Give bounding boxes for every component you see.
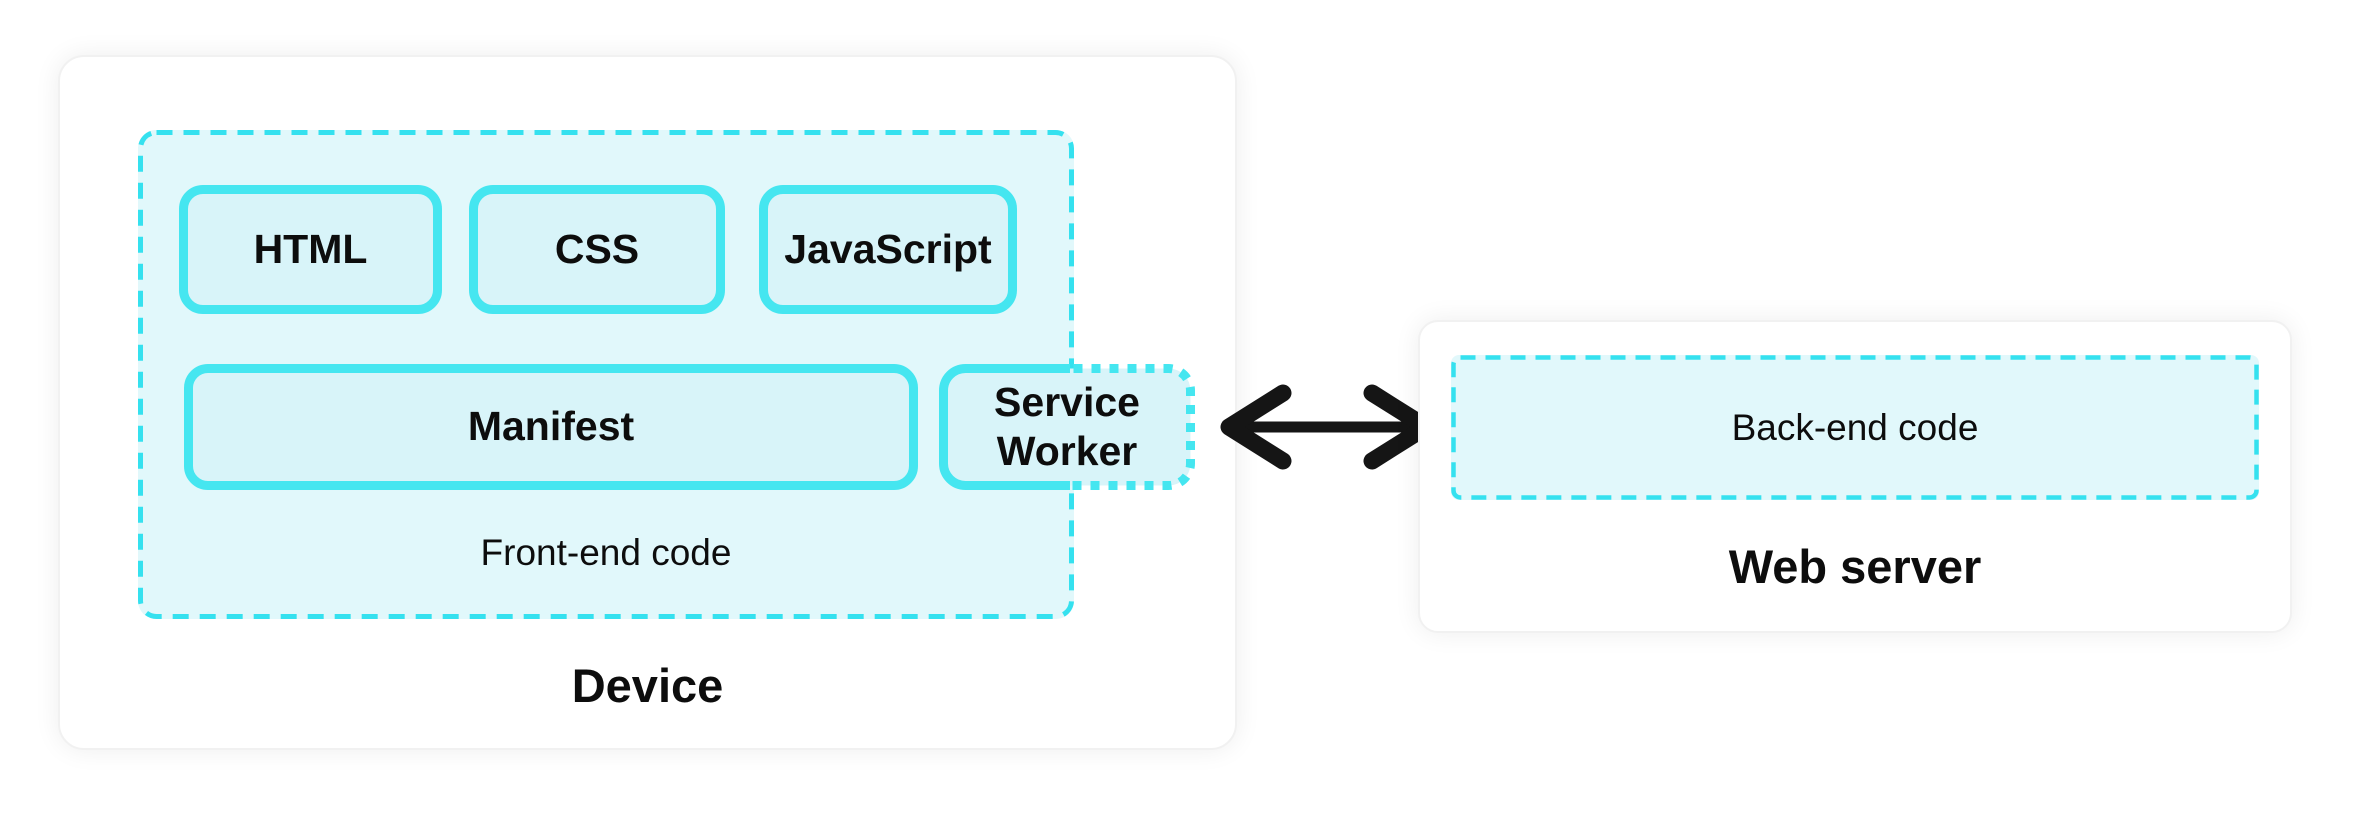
manifest-block: Manifest: [184, 364, 918, 490]
bidirectional-arrow-icon: [1220, 384, 1435, 470]
javascript-block-label: JavaScript: [784, 225, 992, 272]
backend-code-caption: Back-end code: [1731, 406, 1979, 448]
service-worker-block: Service Worker: [939, 364, 1195, 490]
javascript-block: JavaScript: [759, 185, 1017, 314]
frontend-code-caption: Front-end code: [480, 532, 732, 573]
backend-code-container: Back-end code: [1451, 355, 2259, 500]
device-title: Device: [571, 659, 724, 712]
frontend-code-container: HTML CSS JavaScript Manifest Front-end c…: [138, 130, 1074, 619]
html-block: HTML: [179, 185, 442, 314]
css-block-label: CSS: [554, 225, 640, 272]
web-server-title: Web server: [1728, 540, 1982, 593]
css-block: CSS: [469, 185, 725, 314]
manifest-block-label: Manifest: [467, 403, 635, 450]
backend-dashed-border: [1451, 355, 2259, 500]
service-worker-label: Service Worker: [994, 378, 1140, 474]
device-card: HTML CSS JavaScript Manifest Front-end c…: [58, 55, 1237, 750]
html-block-label: HTML: [253, 225, 368, 272]
web-server-card: Back-end code Web server: [1418, 320, 2292, 633]
service-worker-border: [939, 364, 1195, 490]
